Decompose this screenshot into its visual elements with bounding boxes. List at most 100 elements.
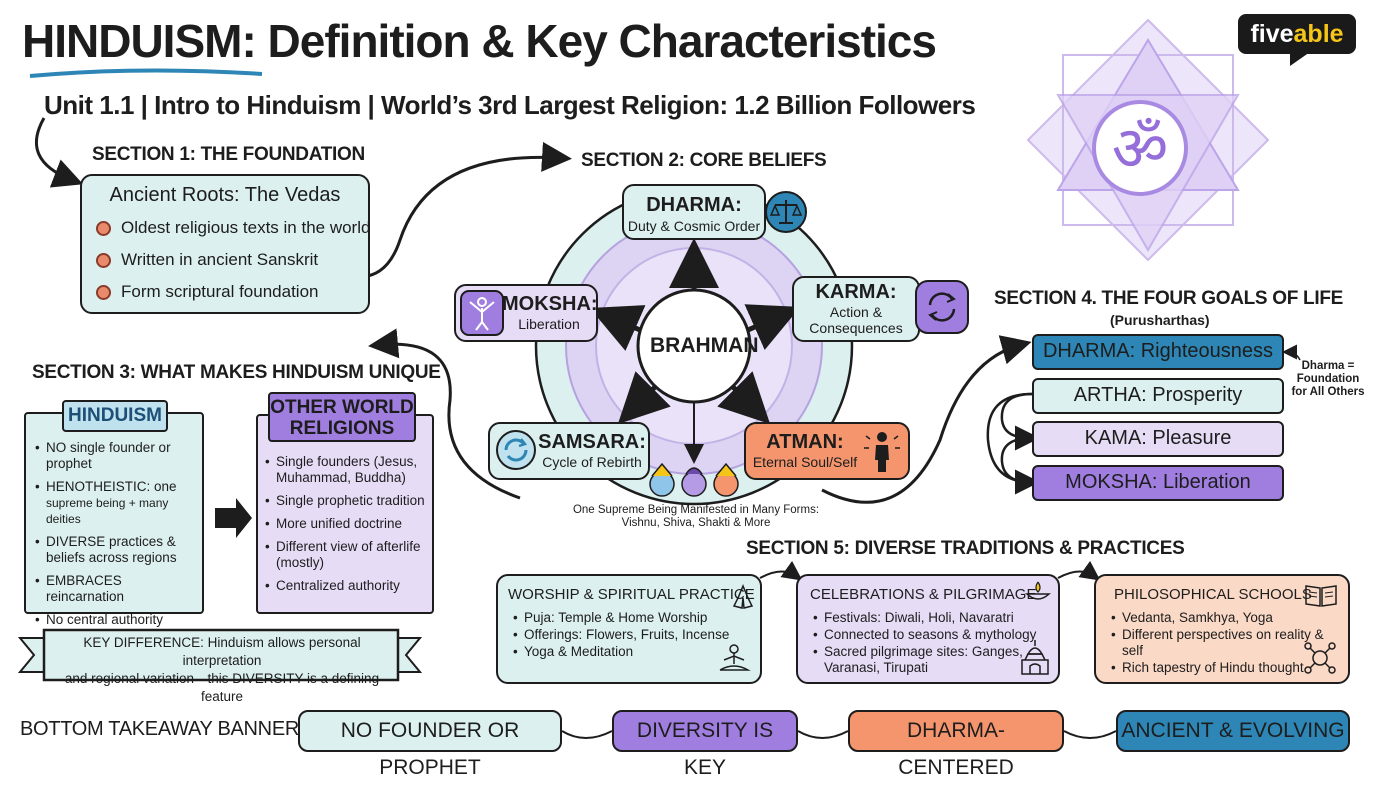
dharma-belief-sub: Duty & Cosmic Order xyxy=(627,218,761,234)
worship-title: WORSHIP & SPIRITUAL PRACTICE xyxy=(508,586,755,603)
vedas-card: Ancient Roots: The Vedas Oldest religiou… xyxy=(80,174,370,314)
section3-title: SECTION 3: WHAT MAKES HINDUISM UNIQUE xyxy=(32,362,441,383)
philosophy-item: Rich tapestry of Hindu thought xyxy=(1111,660,1348,676)
prayer-hands-icon xyxy=(732,584,754,609)
person-icon xyxy=(864,432,900,472)
karma-belief-sub1: Action & xyxy=(829,304,883,320)
samsara-belief-sub: Cycle of Rebirth xyxy=(542,454,642,470)
other-religions-label-line1: OTHER WORLD xyxy=(270,397,414,418)
arrow-to-section3 xyxy=(368,328,521,500)
key-difference-line2: and regional variation—this DIVERSITY is… xyxy=(64,671,380,704)
philosophy-title: PHILOSOPHICAL SCHOOLS xyxy=(1114,586,1312,603)
celebrations-title: CELEBRATIONS & PILGRIMAGE xyxy=(810,586,1037,603)
deities-caption-line2: Vishnu, Shiva, Shakti & More xyxy=(621,517,771,529)
key-difference-ribbon xyxy=(17,628,423,682)
deity-faces-icon xyxy=(649,462,739,497)
liberation-figure-icon xyxy=(460,290,504,336)
worship-item: Yoga & Meditation xyxy=(513,644,729,660)
cycle-icon xyxy=(915,280,969,334)
other-religions-column: Single founders (Jesus,Muhammad, Buddha)… xyxy=(256,414,434,614)
worship-list: Puja: Temple & Home Worship Offerings: F… xyxy=(510,610,729,661)
banner-label: BOTTOM TAKEAWAY BANNER xyxy=(20,718,300,740)
fiveable-logo[interactable]: fiveable xyxy=(1238,14,1356,54)
takeaway-diversity: DIVERSITY IS KEY xyxy=(612,710,798,779)
worship-item: Offerings: Flowers, Fruits, Incense xyxy=(513,627,729,643)
other-religions-label-line2: RELIGIONS xyxy=(289,418,395,439)
comparison-arrow xyxy=(215,498,252,538)
philosophy-card: PHILOSOPHICAL SCHOOLS Vedanta, Samkhya, … xyxy=(1094,574,1350,684)
hinduism-item: EMBRACES reincarnation xyxy=(35,573,202,605)
other-religions-item: Different view of afterlife(mostly) xyxy=(265,539,432,571)
goal-artha: ARTHA: Prosperity xyxy=(1032,378,1284,414)
arrow-to-section1 xyxy=(34,117,84,188)
meditation-icon xyxy=(719,644,751,671)
karma-belief-sub2: Consequences xyxy=(809,320,903,336)
rebirth-cycle-icon xyxy=(496,430,536,470)
celebrations-card: CELEBRATIONS & PILGRIMAGE Festivals: Diw… xyxy=(796,574,1060,684)
celebrations-list: Festivals: Diwali, Holi, Navaratri Conne… xyxy=(810,610,1036,677)
network-icon xyxy=(1304,642,1336,674)
takeaway-ancient-evolving: ANCIENT & EVOLVING xyxy=(1116,710,1350,752)
other-religions-item: More unified doctrine xyxy=(265,516,432,532)
other-religions-item: Single founders (Jesus,Muhammad, Buddha) xyxy=(265,454,432,486)
karma-belief-title: KARMA: xyxy=(815,281,897,303)
title-underline xyxy=(29,68,263,78)
dharma-note: Dharma = Foundation for All Others xyxy=(1288,360,1368,399)
hinduism-label: HINDUISM xyxy=(62,400,168,432)
worship-item: Puja: Temple & Home Worship xyxy=(513,610,729,626)
arrow-to-section4 xyxy=(821,335,1032,504)
svg-text:ॐ: ॐ xyxy=(1112,112,1169,185)
takeaway-dharma-centered: DHARMA-CENTERED xyxy=(848,710,1064,779)
celebrations-item: Connected to seasons & mythology xyxy=(813,627,1036,643)
moksha-belief-sub: Liberation xyxy=(518,316,580,332)
vedas-item: Form scriptural foundation xyxy=(96,282,318,302)
bullet-dot xyxy=(96,252,111,268)
goal-kama: KAMA: Pleasure xyxy=(1032,421,1284,457)
om-icon: ॐ xyxy=(1026,18,1270,262)
atman-belief-card: ATMAN: Eternal Soul/Self xyxy=(744,422,910,480)
bullet-dot xyxy=(96,284,111,300)
goal-dharma: DHARMA: Righteousness xyxy=(1032,334,1284,370)
goal-moksha: MOKSHA: Liberation xyxy=(1032,465,1284,501)
vedas-item: Oldest religious texts in the world xyxy=(96,218,370,238)
dharma-note-line2: Foundation xyxy=(1296,373,1360,385)
diya-icon xyxy=(1025,581,1051,600)
section4-subtitle: (Purusharthas) xyxy=(1110,312,1210,328)
dharma-belief-card: DHARMA: Duty & Cosmic Order xyxy=(622,184,766,240)
vedas-card-title: Ancient Roots: The Vedas xyxy=(109,184,341,206)
hinduism-item: No central authority xyxy=(35,612,202,628)
deities-caption: One Supreme Being Manifested in Many For… xyxy=(560,504,832,530)
philosophy-item: Different perspectives on reality & self xyxy=(1111,627,1348,659)
vedas-item-text: Written in ancient Sanskrit xyxy=(121,250,319,269)
logo-text: five xyxy=(1250,20,1294,48)
philosophy-item: Vedanta, Samkhya, Yoga xyxy=(1111,610,1348,626)
vedas-item-text: Form scriptural foundation xyxy=(121,282,319,301)
logo-speech-tail xyxy=(1290,52,1310,66)
dharma-note-line3: for All Others xyxy=(1291,386,1365,398)
atman-belief-sub: Eternal Soul/Self xyxy=(752,454,858,470)
section5-title: SECTION 5: DIVERSE TRADITIONS & PRACTICE… xyxy=(746,538,1185,559)
deities-caption-line1: One Supreme Being Manifested in Many For… xyxy=(572,504,820,516)
worship-card: WORSHIP & SPIRITUAL PRACTICE Puja: Templ… xyxy=(496,574,762,684)
vedas-item-text: Oldest religious texts in the world xyxy=(121,218,371,237)
logo-accent-text: able xyxy=(1293,20,1344,48)
temple-icon xyxy=(1021,640,1049,675)
other-religions-label: OTHER WORLD RELIGIONS xyxy=(268,392,416,442)
other-religions-item: Single prophetic tradition xyxy=(265,493,432,509)
samsara-belief-title: SAMSARA: xyxy=(538,431,646,453)
brahman-label: BRAHMAN xyxy=(650,334,759,357)
philosophy-list: Vedanta, Samkhya, Yoga Different perspec… xyxy=(1108,610,1348,677)
celebrations-item: Sacred pilgrimage sites: Ganges,Varanasi… xyxy=(813,644,1036,676)
other-religions-list: Single founders (Jesus,Muhammad, Buddha)… xyxy=(262,454,432,594)
karma-belief-card: KARMA: Action & Consequences xyxy=(792,276,920,342)
core-spokes xyxy=(589,238,801,425)
celebrations-item: Festivals: Diwali, Holi, Navaratri xyxy=(813,610,1036,626)
dharma-belief-title: DHARMA: xyxy=(646,194,742,216)
scales-icon xyxy=(765,191,807,233)
section2-title: SECTION 2: CORE BELIEFS xyxy=(581,150,827,171)
section1-title: SECTION 1: THE FOUNDATION xyxy=(92,144,365,165)
hinduism-item: DIVERSE practices &beliefs across region… xyxy=(35,534,202,566)
atman-belief-title: ATMAN: xyxy=(766,431,844,453)
